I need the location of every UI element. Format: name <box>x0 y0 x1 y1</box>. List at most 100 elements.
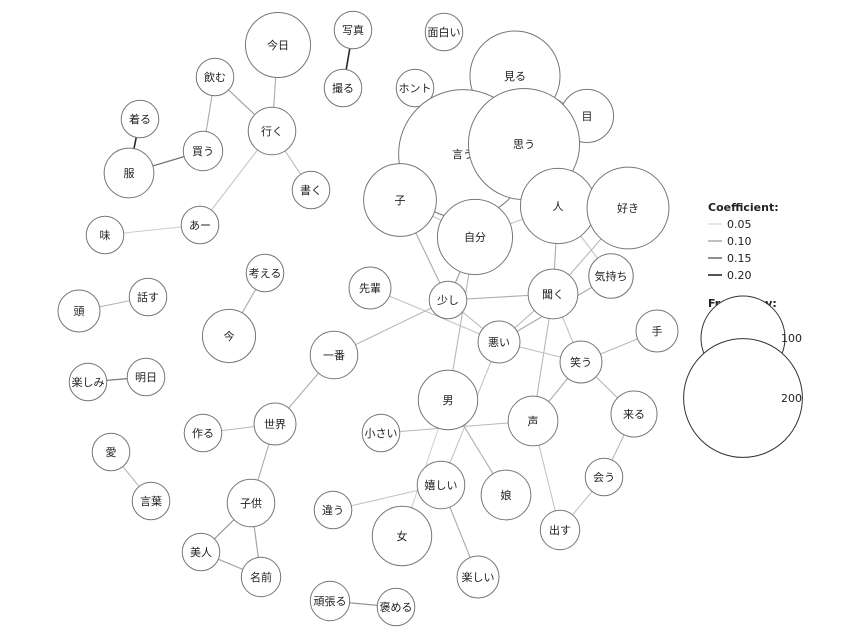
node-ai: 愛 <box>91 432 131 472</box>
node-circle <box>480 469 532 521</box>
node-label: 来る <box>623 408 645 421</box>
node-circle <box>424 12 464 52</box>
node-label: 明日 <box>135 371 157 384</box>
node-iku: 行く <box>247 106 297 156</box>
node-kaku: 書く <box>291 170 331 210</box>
edge-senpai-warui <box>369 287 500 343</box>
node-label: 会う <box>593 471 615 484</box>
node-label: 小さい <box>365 427 398 440</box>
node-label: 聞く <box>542 288 564 301</box>
node-ureshii: 嬉しい <box>416 460 466 510</box>
node-label: 名前 <box>250 570 272 584</box>
node-hanasu: 話す <box>128 277 168 317</box>
node-label: 撮る <box>332 81 354 95</box>
node-honto: ホント <box>395 68 435 108</box>
node-circle <box>182 130 224 172</box>
node-label: 書く <box>300 183 322 197</box>
node-senpai: 先輩 <box>348 266 392 310</box>
node-label: 買う <box>192 145 214 158</box>
node-label: 頭 <box>74 305 85 318</box>
legend-coefficient-label: 0.20 <box>727 269 752 282</box>
node-label: 声 <box>528 414 539 428</box>
legend-coefficient-title: Coefficient: <box>708 201 779 214</box>
node-kotoba: 言葉 <box>131 481 171 521</box>
node-label: 面白い <box>428 25 461 39</box>
legend-frequency-label: 200 <box>781 392 802 405</box>
node-circle <box>57 289 101 333</box>
node-tanoshii: 楽しい <box>456 555 500 599</box>
node-label: 笑う <box>570 355 592 369</box>
node-fuku: 服 <box>103 147 155 199</box>
node-circle <box>313 490 353 530</box>
node-nomu: 飲む <box>195 57 235 97</box>
node-label: 頑張る <box>314 595 347 608</box>
node-circle <box>371 505 433 567</box>
node-sekai: 世界 <box>253 402 297 446</box>
node-circle <box>68 362 108 402</box>
node-label: 嬉しい <box>425 478 458 492</box>
node-kiku: 聞く <box>527 268 579 320</box>
node-circle <box>201 308 257 364</box>
node-label: 子供 <box>240 496 262 510</box>
node-circle <box>240 556 282 598</box>
node-omoshiroi: 面白い <box>424 12 464 52</box>
node-chigau: 違う <box>313 490 353 530</box>
node-label: 考える <box>249 267 282 280</box>
node-circle <box>91 432 131 472</box>
legend-frequency-circle <box>683 338 803 458</box>
node-circle <box>120 99 160 139</box>
node-circle <box>348 266 392 310</box>
node-circle <box>103 147 155 199</box>
node-toru: 撮る <box>323 68 363 108</box>
node-circle <box>376 587 416 627</box>
node-circle <box>507 395 559 447</box>
node-label: 手 <box>652 324 663 338</box>
node-hito: 人 <box>519 167 597 245</box>
node-circle <box>291 170 331 210</box>
node-label: あー <box>189 219 211 232</box>
legend-coefficient-label: 0.10 <box>727 235 752 248</box>
node-circle <box>180 205 220 245</box>
node-circle <box>126 357 166 397</box>
node-au: 会う <box>584 457 624 497</box>
node-label: 味 <box>100 229 111 242</box>
node-label: ホント <box>399 82 432 95</box>
node-label: 服 <box>124 167 135 180</box>
node-circle <box>244 11 312 79</box>
node-label: 言葉 <box>140 494 162 508</box>
node-label: 違う <box>322 504 344 517</box>
node-label: 楽しい <box>462 571 495 584</box>
node-onna: 女 <box>371 505 433 567</box>
node-chiisai: 小さい <box>361 413 401 453</box>
node-label: 行く <box>261 125 283 138</box>
node-circle <box>584 457 624 497</box>
node-otoko: 男 <box>417 369 479 431</box>
legend: Coefficient: 0.050.100.150.20 Frequency:… <box>683 201 803 458</box>
node-label: 作る <box>192 427 214 440</box>
node-label: 出す <box>549 523 571 537</box>
node-aa: あー <box>180 205 220 245</box>
node-label: 女 <box>397 529 408 543</box>
node-label: 飲む <box>204 70 226 84</box>
node-te: 手 <box>635 309 679 353</box>
node-namae: 名前 <box>240 556 282 598</box>
node-ganbaru: 頑張る <box>309 580 351 622</box>
node-label: 少し <box>437 294 459 307</box>
node-label: 男 <box>443 394 454 407</box>
node-circle <box>253 402 297 446</box>
node-label: 着る <box>129 112 151 126</box>
legend-coefficient-label: 0.05 <box>727 218 752 231</box>
node-koe: 声 <box>507 395 559 447</box>
node-ima: 今 <box>201 308 257 364</box>
node-circle <box>527 268 579 320</box>
node-circle <box>586 166 670 250</box>
node-label: 先輩 <box>359 281 381 295</box>
node-circle <box>559 340 603 384</box>
node-circle <box>588 253 634 299</box>
node-homeru: 褒める <box>376 587 416 627</box>
node-label: 褒める <box>380 600 413 614</box>
node-circle <box>428 280 468 320</box>
node-suki: 好き <box>586 166 670 250</box>
node-tanoshimi: 楽しみ <box>68 362 108 402</box>
